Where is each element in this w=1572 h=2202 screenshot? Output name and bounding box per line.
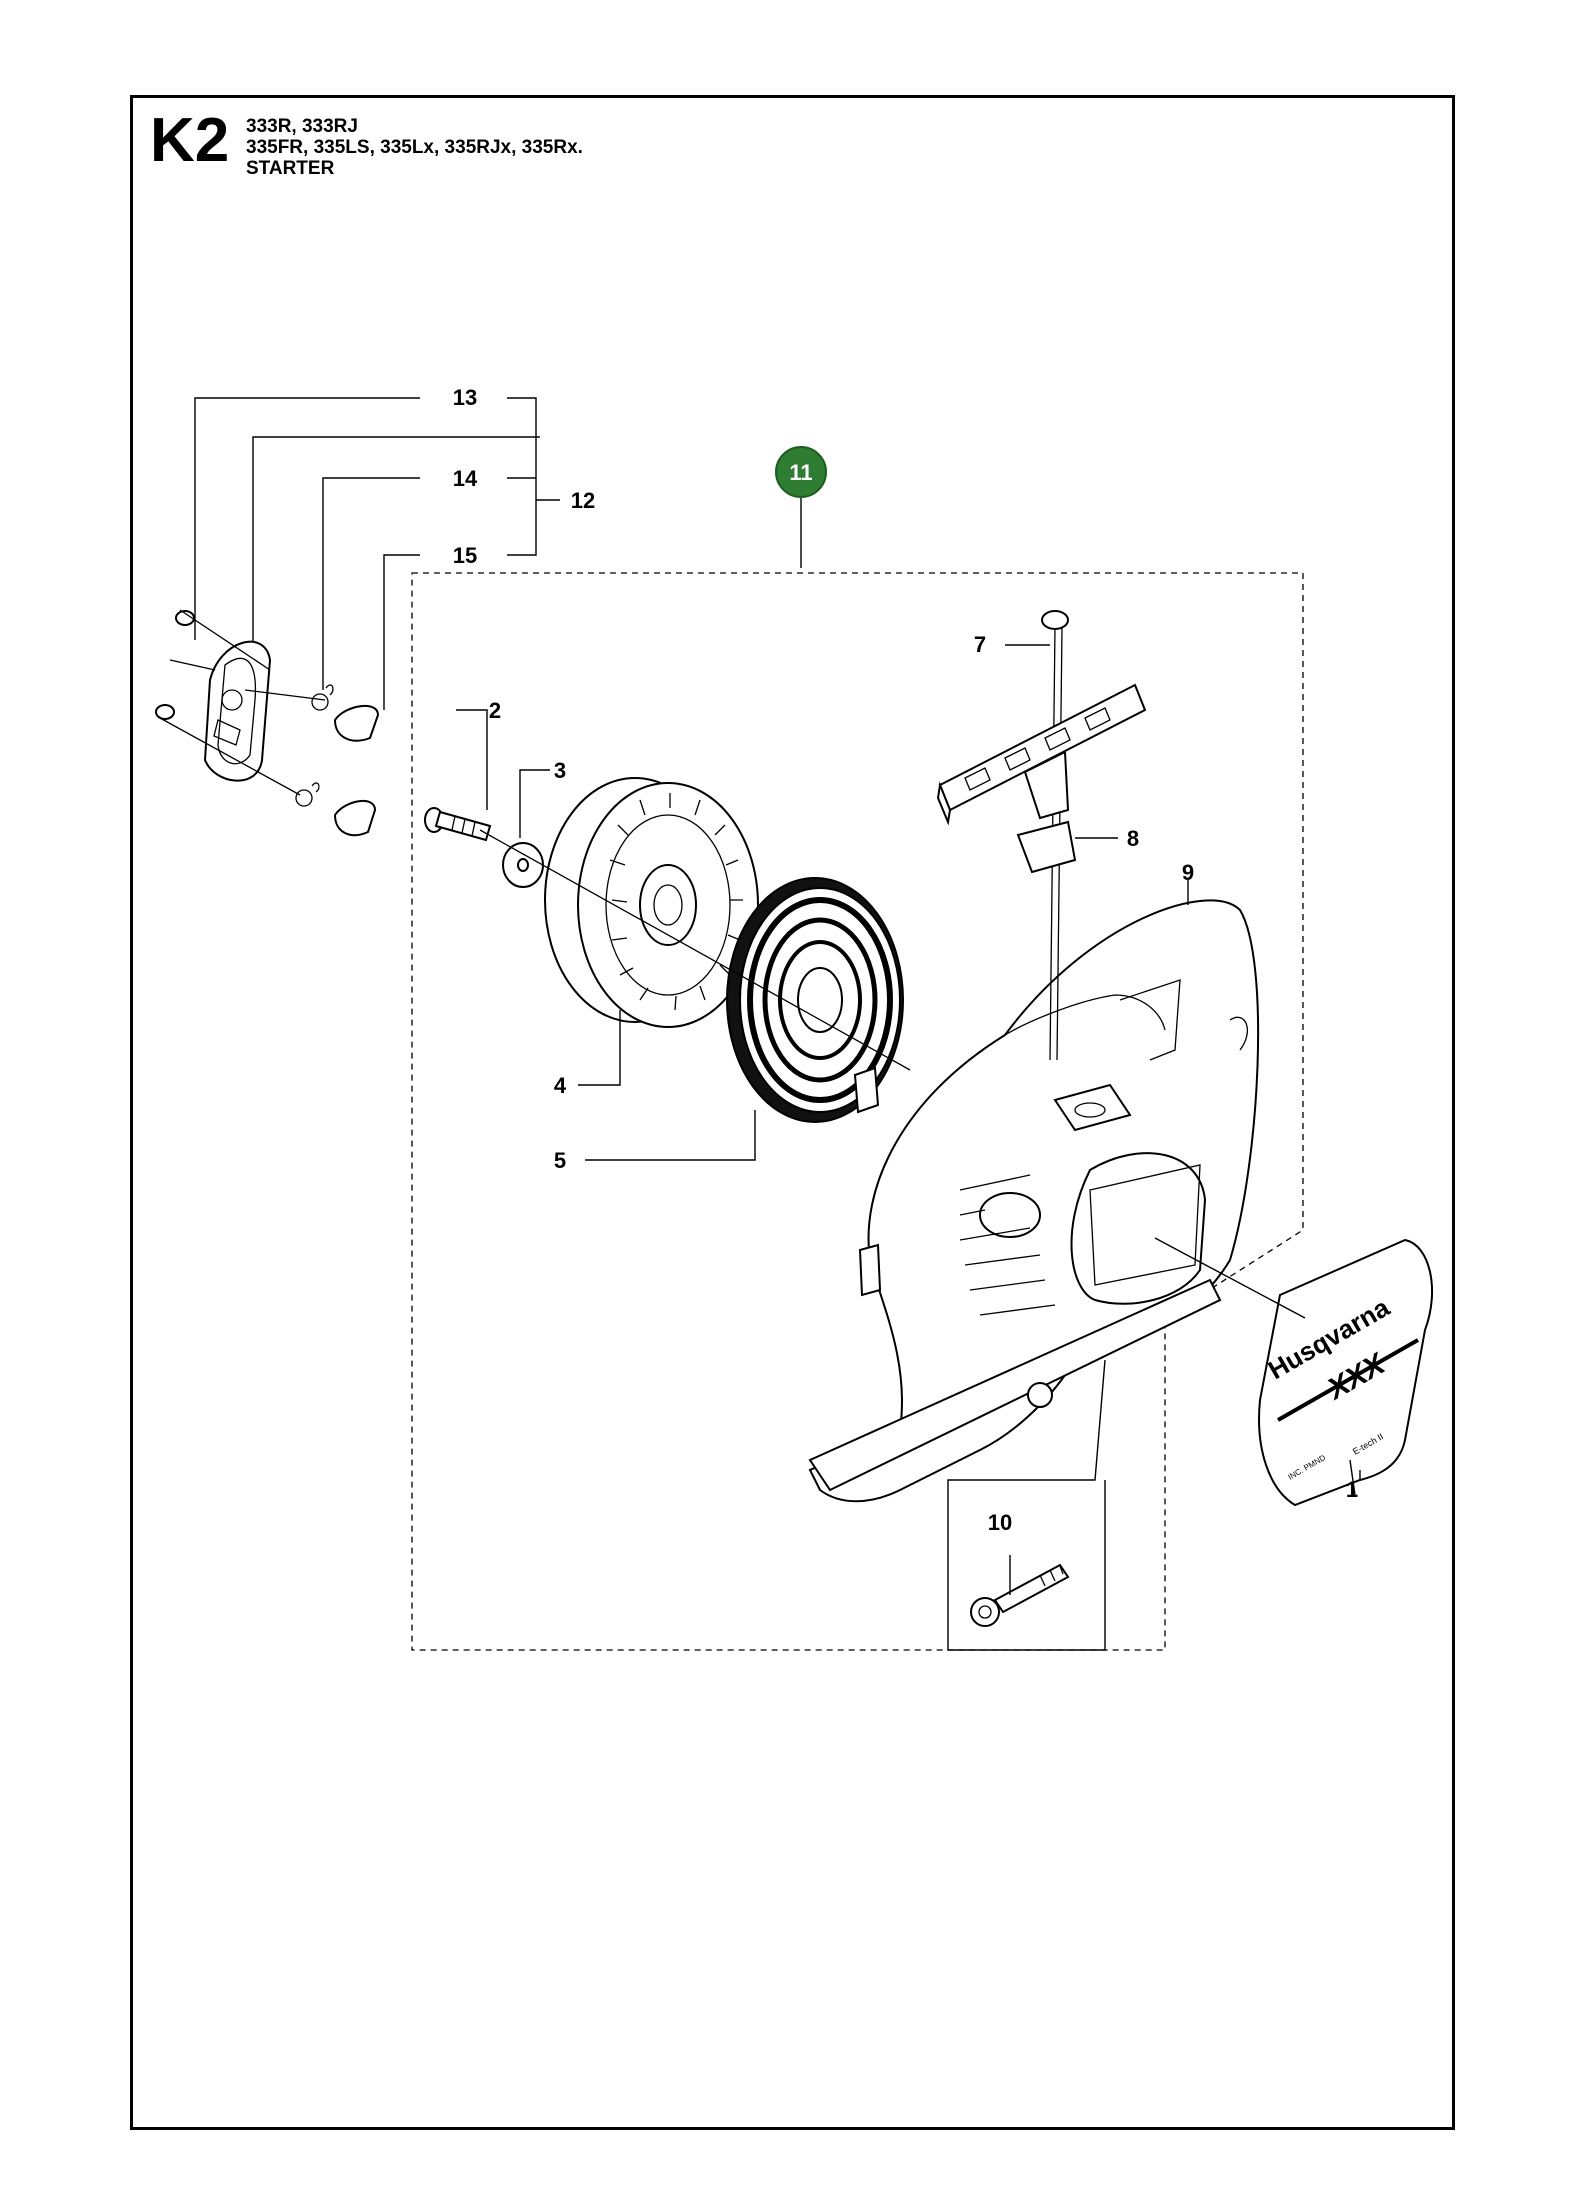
- callout-9: 9: [1182, 860, 1194, 885]
- callout-11-badge: 11: [775, 446, 827, 498]
- section-title: STARTER: [246, 158, 335, 179]
- part-4-pulley: [544, 777, 759, 1086]
- part-5-spring: [585, 877, 904, 1161]
- part-9-starter-housing: [808, 880, 1260, 1503]
- part-8-handle: [936, 683, 1147, 874]
- bracket-12: [194, 397, 560, 710]
- callout-4: 4: [554, 1073, 567, 1098]
- part-2-screw: [424, 709, 492, 842]
- pawl-carrier-assembly: [155, 609, 380, 837]
- assembly-boundary: [411, 572, 1304, 1651]
- callout-14: 14: [453, 466, 478, 491]
- callout-8: 8: [1127, 826, 1139, 851]
- models-line-1: 333R, 333RJ: [246, 116, 358, 137]
- callout-2: 2: [489, 698, 501, 723]
- header-titles: 333R, 333RJ 335FR, 335LS, 335Lx, 335RJx,…: [246, 116, 583, 179]
- section-code: K2: [150, 106, 230, 175]
- callout-15: 15: [453, 543, 477, 568]
- models-line-2: 335FR, 335LS, 335Lx, 335RJx, 335Rx.: [246, 137, 583, 158]
- callout-12: 12: [571, 488, 595, 513]
- callout-1: 1: [1346, 1477, 1358, 1502]
- axis-line: [479, 829, 911, 1071]
- callout-5: 5: [554, 1148, 566, 1173]
- part-10-bolt: [970, 1555, 1070, 1627]
- leader-10-frame: [947, 1359, 1106, 1651]
- callout-13: 13: [453, 385, 477, 410]
- page-frame: [130, 95, 1455, 2130]
- callout-10: 10: [988, 1510, 1012, 1535]
- part-3-washer: [502, 769, 550, 888]
- callout-3: 3: [554, 758, 566, 783]
- callout-11: 11: [789, 460, 812, 485]
- part-1-decal: Husqvarna XXX INC. PMND E-tech II: [1154, 1237, 1433, 1507]
- callout-7: 7: [974, 632, 986, 657]
